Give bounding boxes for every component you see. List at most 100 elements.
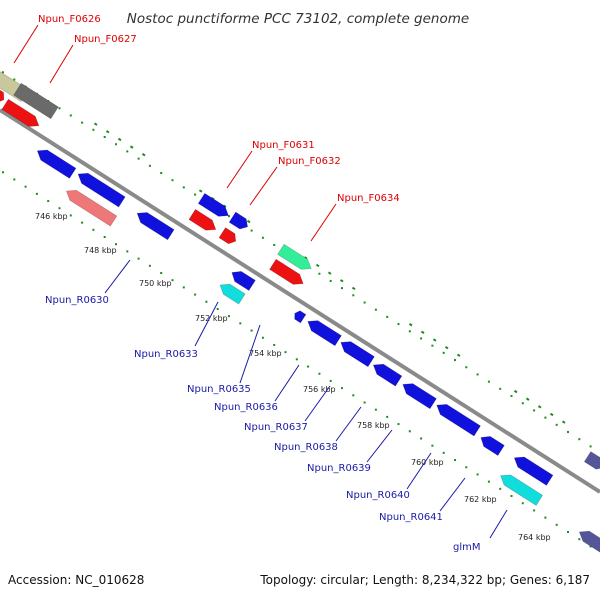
tick-dot bbox=[578, 438, 581, 441]
tick-dot bbox=[261, 236, 264, 239]
tick-dot bbox=[374, 308, 377, 311]
forward-label-leader bbox=[13, 24, 39, 64]
tick-dot bbox=[160, 271, 163, 274]
tick-dot bbox=[363, 401, 366, 404]
tick-dot bbox=[476, 473, 479, 476]
tick-dot bbox=[408, 430, 411, 433]
scale-label: 758 kbp bbox=[357, 421, 390, 430]
tick-dot bbox=[148, 264, 151, 267]
tick-dot bbox=[567, 431, 569, 434]
forward-gene-label: Npun_F0632 bbox=[278, 156, 341, 167]
forward-label-leader bbox=[49, 44, 74, 84]
tick-dot bbox=[273, 343, 276, 346]
tick-dot bbox=[397, 323, 400, 326]
tick-dot bbox=[24, 185, 27, 188]
tick-dot bbox=[13, 78, 16, 81]
tick-dot bbox=[92, 228, 95, 231]
tick-dot bbox=[137, 157, 140, 160]
tick-dot bbox=[465, 466, 468, 469]
tick-dot bbox=[81, 121, 84, 124]
tick-dot bbox=[431, 344, 434, 347]
tick-dot bbox=[521, 502, 524, 505]
scale-tick-mark bbox=[315, 263, 320, 268]
tick-dot bbox=[329, 379, 332, 382]
scale-tick-mark bbox=[561, 420, 566, 424]
tick-dot bbox=[341, 287, 343, 290]
gene-feature-arrow bbox=[219, 283, 246, 305]
reverse-label-leader bbox=[335, 406, 362, 442]
tick-dot bbox=[273, 243, 276, 246]
reverse-label-leader bbox=[194, 301, 219, 347]
reverse-dot-track bbox=[2, 171, 592, 548]
reverse-gene-label: Npun_R0639 bbox=[307, 463, 371, 474]
reverse-label-leader bbox=[104, 259, 131, 294]
tick-dot bbox=[160, 171, 163, 174]
scale-label: 748 kbp bbox=[84, 246, 117, 255]
reverse-label-leader bbox=[489, 509, 508, 539]
gene-features bbox=[0, 67, 600, 554]
gene-feature-arrow bbox=[0, 86, 5, 103]
reverse-label-leader bbox=[304, 385, 331, 422]
reverse-label-leader bbox=[439, 477, 466, 512]
forward-gene-label: Npun_F0626 bbox=[38, 14, 101, 25]
tick-dot bbox=[239, 322, 242, 325]
tick-dot bbox=[487, 480, 490, 483]
scale-tick-mark bbox=[525, 397, 530, 401]
tick-dot bbox=[499, 487, 502, 490]
forward-label-leader bbox=[226, 150, 253, 189]
tick-dot bbox=[228, 315, 230, 318]
tick-dot bbox=[329, 279, 332, 282]
tick-dot bbox=[261, 336, 264, 339]
forward-label-leader bbox=[310, 203, 337, 242]
tick-dot bbox=[2, 71, 4, 74]
tick-dot bbox=[408, 330, 411, 333]
gene-feature-arrow bbox=[188, 209, 217, 231]
scale-label: 746 kbp bbox=[35, 212, 68, 221]
gene-feature-arrow bbox=[231, 271, 256, 291]
scale-label: 762 kbp bbox=[464, 495, 497, 504]
tick-dot bbox=[171, 179, 174, 182]
gene-feature-arrow bbox=[228, 211, 248, 230]
tick-dot bbox=[442, 451, 445, 454]
gene-feature-arrow bbox=[269, 258, 304, 285]
reverse-gene-label: glmM bbox=[453, 542, 481, 553]
tick-dot bbox=[476, 373, 479, 376]
gene-feature-arrow bbox=[13, 82, 59, 120]
gene-feature-arrow bbox=[218, 227, 237, 245]
tick-dot bbox=[171, 279, 174, 282]
scale-tick-mark bbox=[549, 412, 554, 417]
tick-dot bbox=[555, 423, 558, 426]
scale-tick-mark bbox=[513, 389, 518, 394]
reverse-gene-label: Npun_R0641 bbox=[379, 512, 443, 523]
reverse-label-leader bbox=[274, 364, 300, 402]
tick-dot bbox=[318, 272, 321, 275]
tick-dot bbox=[47, 200, 50, 203]
tick-dot bbox=[487, 380, 490, 383]
tick-dot bbox=[228, 215, 230, 218]
tick-dot bbox=[499, 387, 502, 390]
gene-feature-arrow bbox=[480, 436, 505, 456]
tick-dot bbox=[442, 351, 445, 354]
gene-feature-arrow bbox=[136, 212, 175, 241]
tick-dot bbox=[115, 243, 117, 246]
tick-dot bbox=[567, 531, 569, 534]
tick-dot bbox=[397, 423, 400, 426]
scale-tick-mark bbox=[129, 145, 134, 149]
tick-dot bbox=[341, 387, 343, 390]
tick-dot bbox=[115, 143, 117, 146]
tick-dot bbox=[533, 409, 536, 412]
tick-dot bbox=[216, 307, 219, 310]
forward-gene-label: Npun_F0627 bbox=[74, 34, 137, 45]
tick-dot bbox=[205, 300, 208, 303]
tick-dot bbox=[137, 257, 140, 260]
scale-tick-mark bbox=[246, 219, 251, 224]
forward-dot-track bbox=[2, 71, 592, 448]
tick-dot bbox=[92, 128, 95, 131]
forward-label-leader bbox=[249, 166, 278, 206]
reverse-gene-label: Npun_R0630 bbox=[45, 295, 109, 306]
tick-dot bbox=[182, 186, 185, 189]
scale-label: 764 kbp bbox=[518, 533, 551, 542]
scale-tick-mark bbox=[537, 405, 542, 409]
